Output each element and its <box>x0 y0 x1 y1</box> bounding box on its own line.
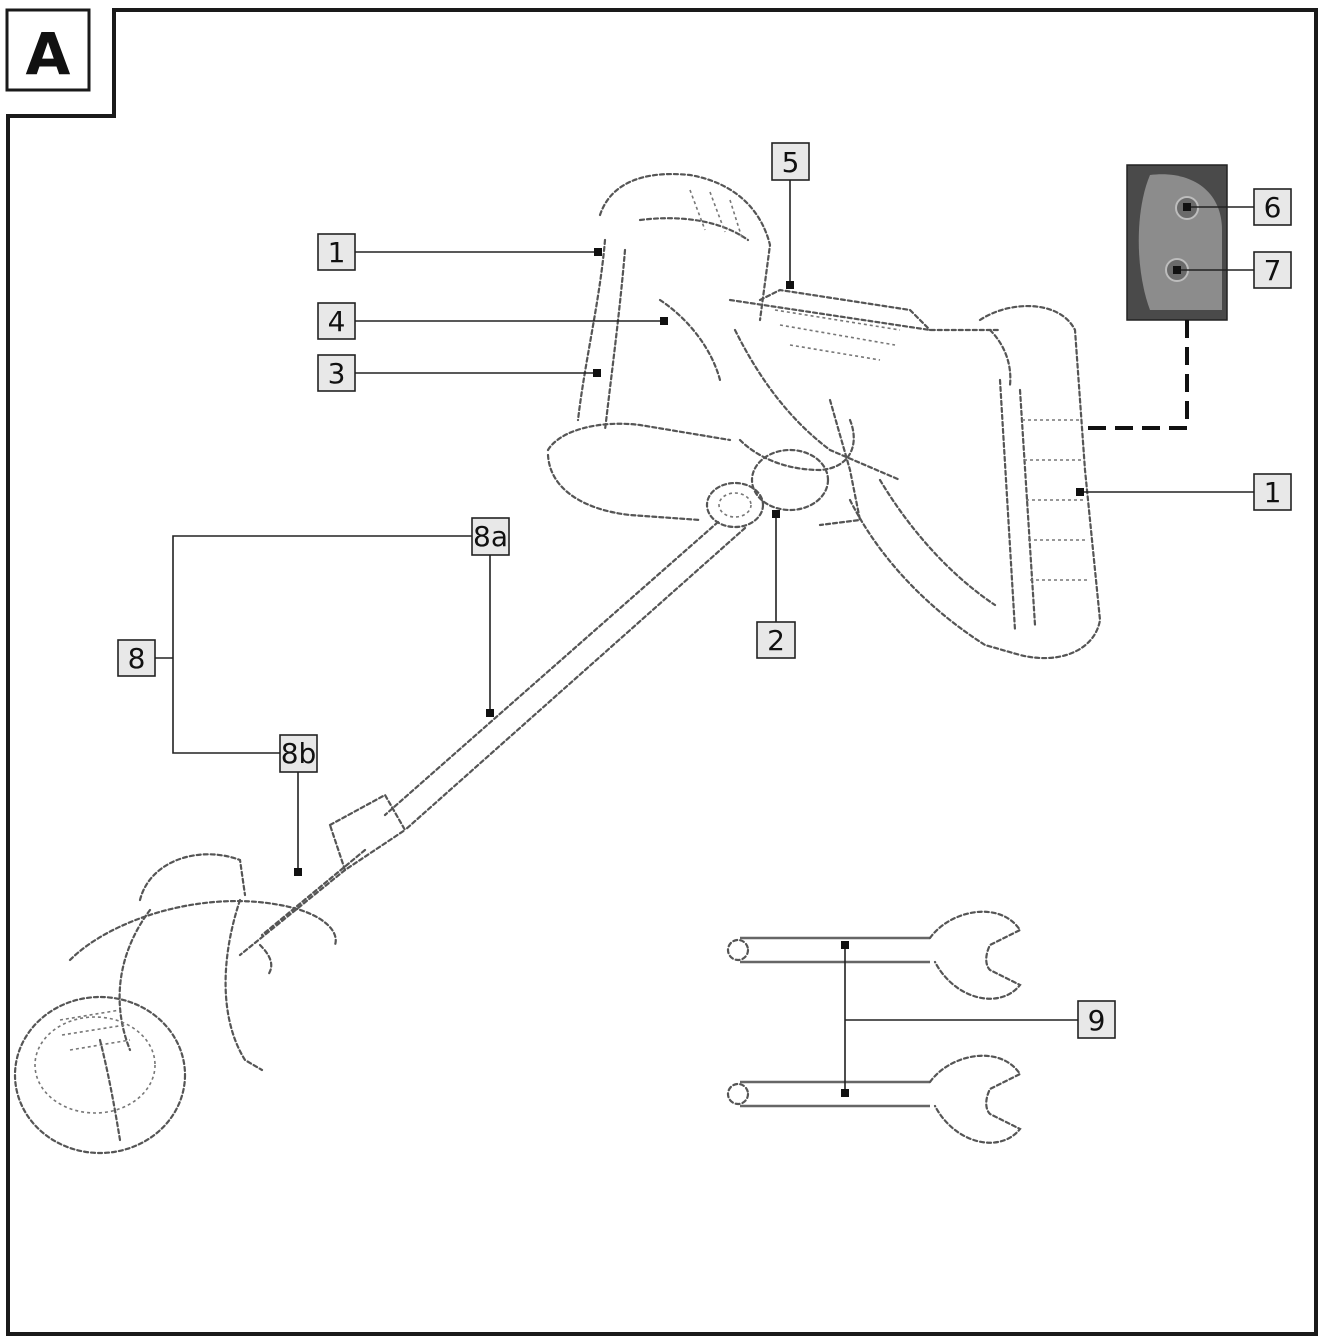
leader-lines <box>155 180 1254 1093</box>
figure-letter: A <box>26 20 71 88</box>
figure-frame <box>6 8 1318 1336</box>
svg-text:8a: 8a <box>473 520 508 553</box>
callout-1-right: 1 <box>1253 473 1292 511</box>
svg-text:8b: 8b <box>281 737 317 770</box>
inset-link-dashed <box>1082 320 1189 430</box>
svg-text:6: 6 <box>1264 191 1282 224</box>
callout-3: 3 <box>317 354 356 392</box>
callout-2: 2 <box>756 621 796 659</box>
callout-8b: 8b <box>279 734 318 773</box>
callout-1-upper: 1 <box>317 233 356 271</box>
callout-7: 7 <box>1253 251 1292 289</box>
leader-dots <box>294 203 1191 1097</box>
svg-text:5: 5 <box>782 146 800 179</box>
figure-letter-box <box>5 8 91 92</box>
callout-6: 6 <box>1253 188 1292 226</box>
switch-detail-inset <box>1126 164 1228 321</box>
svg-text:2: 2 <box>767 624 785 657</box>
callout-4: 4 <box>317 302 356 340</box>
callout-8: 8 <box>117 639 156 677</box>
svg-text:1: 1 <box>1264 476 1282 509</box>
callout-9: 9 <box>1077 1000 1116 1039</box>
callout-8a: 8a <box>471 517 510 556</box>
svg-text:1: 1 <box>328 236 346 269</box>
svg-text:7: 7 <box>1264 254 1282 287</box>
svg-text:4: 4 <box>328 305 346 338</box>
callout-5: 5 <box>771 142 810 181</box>
svg-text:9: 9 <box>1088 1004 1106 1037</box>
mixer-drawing <box>13 173 1102 1155</box>
svg-text:3: 3 <box>328 357 346 390</box>
svg-text:8: 8 <box>128 642 146 675</box>
